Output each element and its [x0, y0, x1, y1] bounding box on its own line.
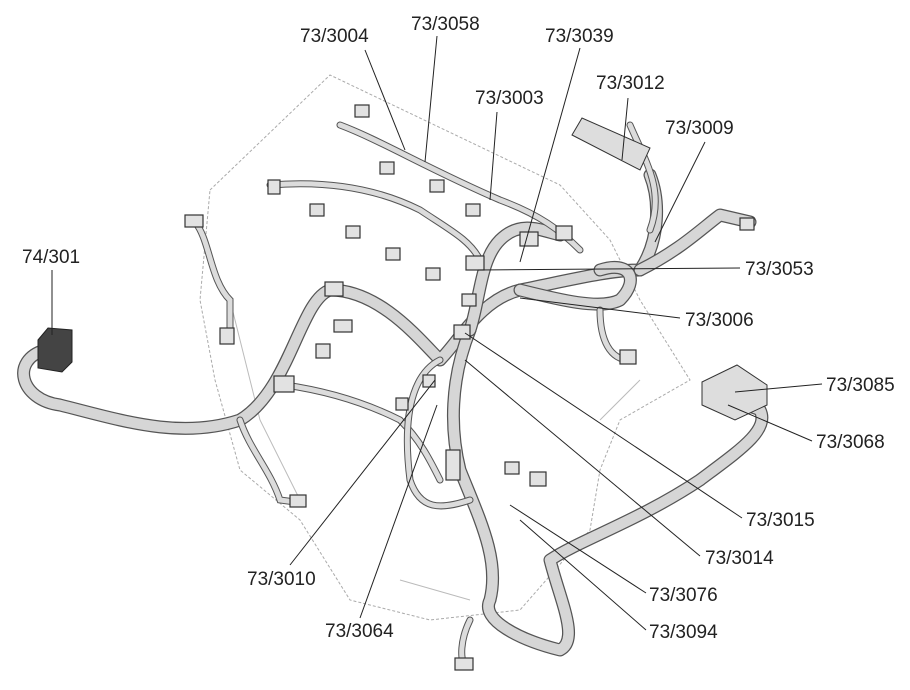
- connectors: [37, 104, 768, 671]
- label-73-3053: 73/3053: [745, 259, 814, 280]
- label-73-3039: 73/3039: [545, 26, 614, 47]
- label-73-3085: 73/3085: [826, 375, 895, 396]
- label-74-301: 74/301: [22, 247, 80, 268]
- leader-lines: [51, 35, 823, 631]
- label-73-3010: 73/3010: [247, 569, 316, 590]
- label-73-3003: 73/3003: [475, 88, 544, 109]
- label-73-3012: 73/3012: [596, 73, 665, 94]
- label-73-3009: 73/3009: [665, 118, 734, 139]
- main-harness: [17, 168, 769, 657]
- label-73-3058: 73/3058: [411, 14, 480, 35]
- ecu-box-73-3012: [571, 117, 651, 171]
- label-73-3015: 73/3015: [746, 510, 815, 531]
- label-73-3004: 73/3004: [300, 26, 369, 47]
- label-73-3094: 73/3094: [649, 622, 718, 643]
- label-73-3064: 73/3064: [325, 621, 394, 642]
- label-73-3014: 73/3014: [705, 548, 774, 569]
- relay-box-73-3085: [701, 364, 768, 421]
- connector-74-301: [37, 327, 73, 373]
- branch-wires: [191, 121, 659, 669]
- label-73-3068: 73/3068: [816, 432, 885, 453]
- label-73-3076: 73/3076: [649, 585, 718, 606]
- engine-outline: [199, 74, 691, 621]
- callout-labels: 73/3004 73/3058 73/3039 73/3012 73/3003 …: [22, 14, 895, 643]
- label-73-3006: 73/3006: [685, 310, 754, 331]
